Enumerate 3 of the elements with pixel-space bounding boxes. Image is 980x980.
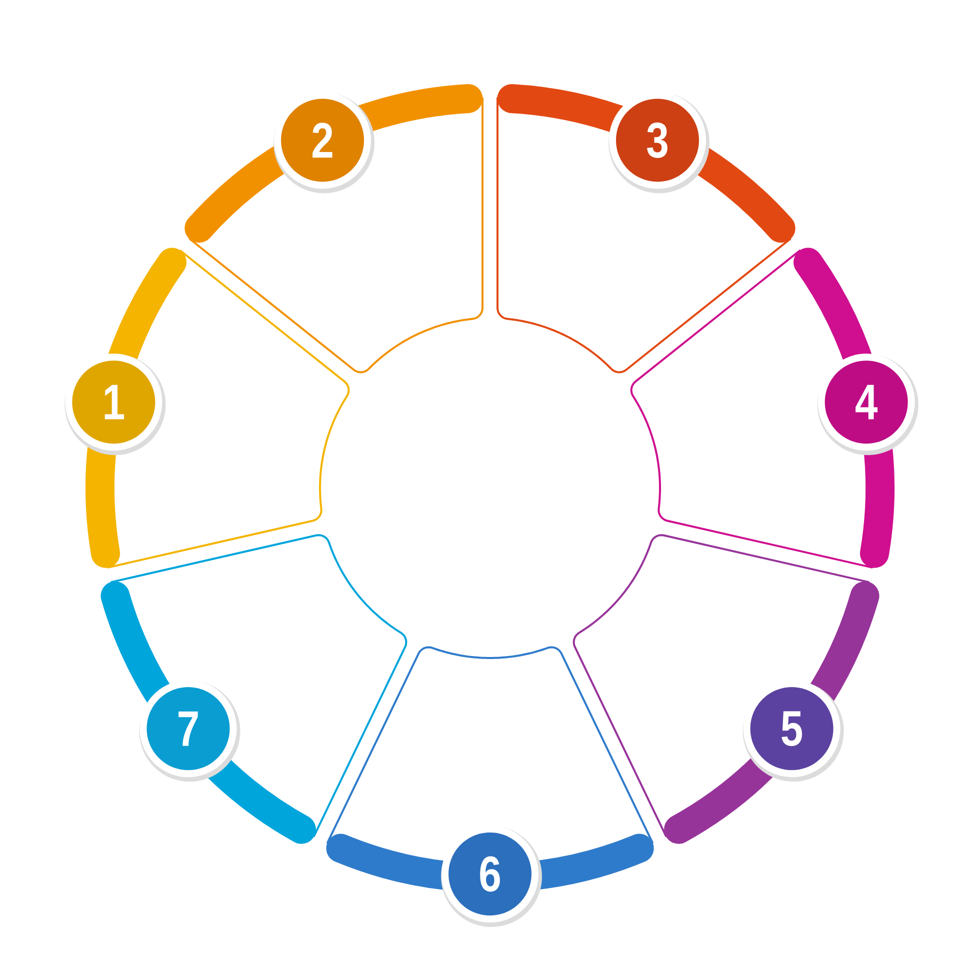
number-badge: 1	[64, 354, 166, 456]
number-badge: 6	[441, 826, 542, 927]
number-badge: 4	[817, 354, 918, 456]
